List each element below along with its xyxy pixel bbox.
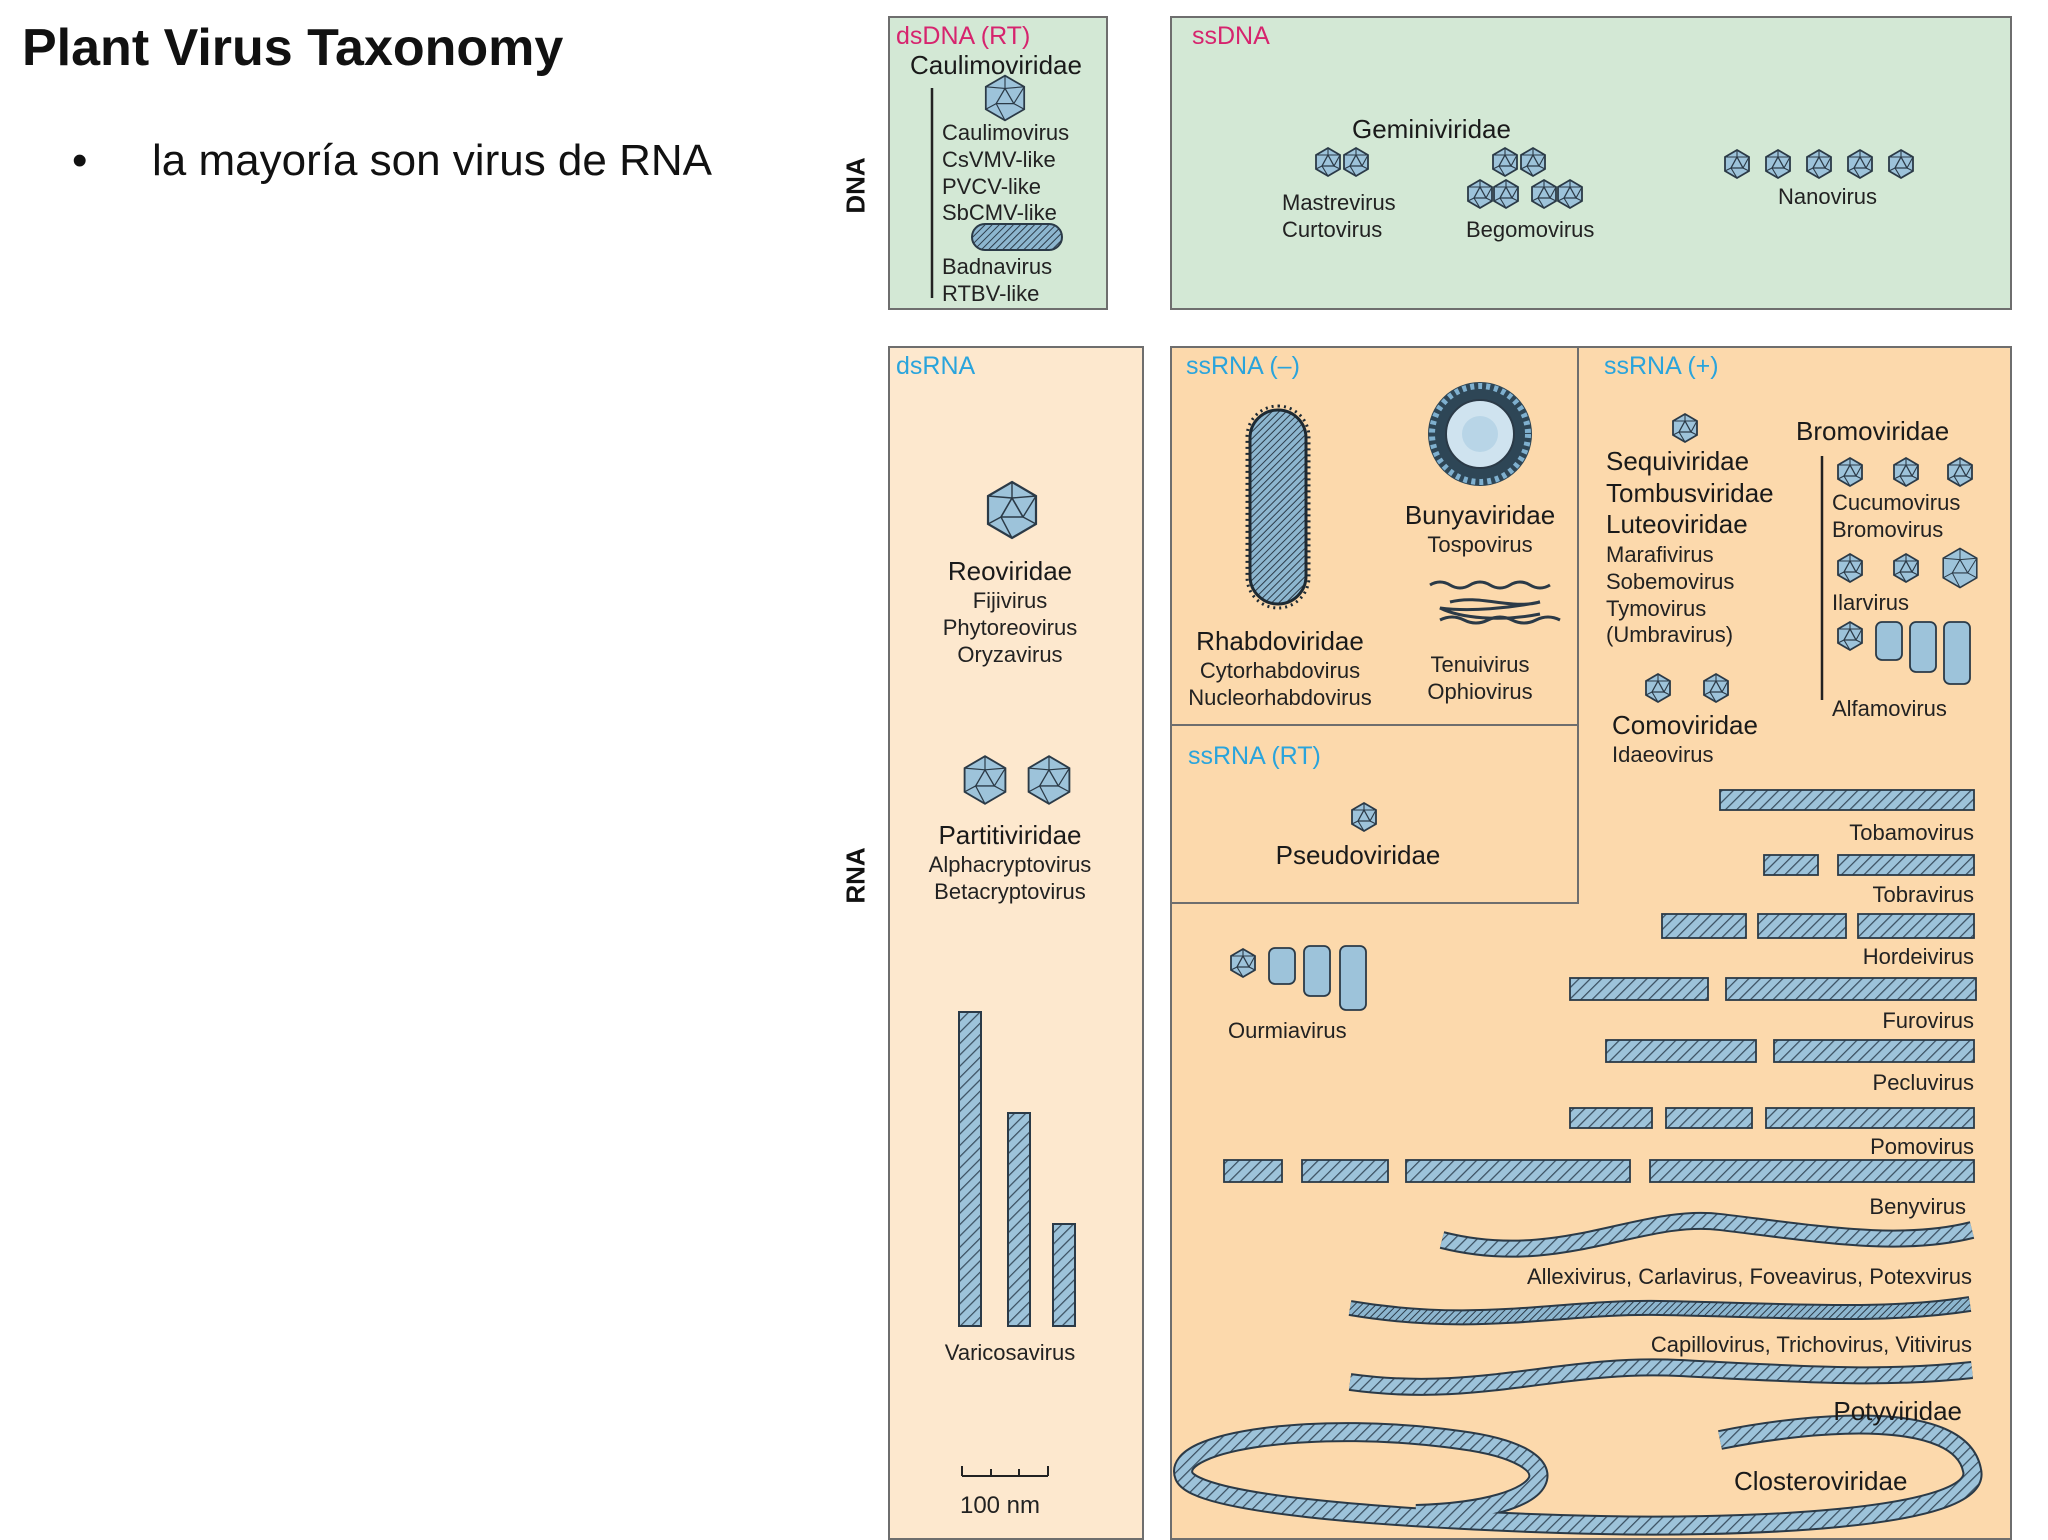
genus-ilarvirus: Ilarvirus — [1832, 590, 1910, 615]
header-ssrna-neg: ssRNA (–) — [1186, 352, 1300, 380]
genus-label: Tenuivirus — [1430, 652, 1530, 677]
genus-ourmiavirus: Ourmiavirus — [1228, 1018, 1347, 1043]
family-geminiviridae: Geminiviridae — [1352, 114, 1511, 144]
genus-list-parti: Alphacryptovirus Betacryptovirus — [929, 852, 1092, 906]
family-caulimoviridae: Caulimoviridae — [910, 50, 1082, 80]
panel-dsdna-rt — [888, 16, 1108, 310]
family-rhabdoviridae: Rhabdoviridae — [1196, 626, 1364, 656]
bullet-dot: • — [72, 136, 88, 185]
genus-alfamovirus: Alfamovirus — [1832, 696, 1947, 721]
family-label: Luteoviridae — [1606, 509, 1748, 540]
genus-label: Badnavirus — [942, 254, 1053, 279]
family-closteroviridae: Closteroviridae — [1734, 1466, 1908, 1496]
genus-label: Bromovirus — [1832, 516, 1944, 542]
genus-idaeovirus: Idaeovirus — [1612, 742, 1714, 767]
genus-label: Oryzavirus — [957, 641, 1063, 667]
genus-label: RTBV-like — [942, 280, 1040, 306]
genus-list-rhabdo: Cytorhabdovirus Nucleorhabdovirus — [1188, 658, 1371, 712]
genus-list-gemini-a: Mastrevirus Curtovirus — [1282, 190, 1396, 244]
genus-label: Caulimovirus — [942, 120, 1070, 145]
family-potyviridae: Potyviridae — [1833, 1396, 1962, 1426]
family-bunyaviridae: Bunyaviridae — [1404, 500, 1556, 530]
genus-label: Marafivirus — [1606, 542, 1714, 567]
panel-dsrna — [888, 346, 1144, 1540]
genus-pomovirus: Pomovirus — [1870, 1134, 1974, 1159]
family-label: Tombusviridae — [1606, 477, 1774, 508]
genus-list-reo: Fijivirus Phytoreovirus Oryzavirus — [943, 588, 1078, 668]
genus-benyvirus: Benyvirus — [1869, 1194, 1966, 1219]
genus-label: CsVMV-like — [942, 146, 1056, 172]
family-reoviridae: Reoviridae — [947, 556, 1073, 586]
slide-title: Plant Virus Taxonomy — [22, 19, 564, 77]
family-comoviridae: Comoviridae — [1612, 710, 1758, 740]
genus-list-top: Marafivirus Sobemovirus Tymovirus (Umbra… — [1606, 542, 1734, 649]
genus-label: Curtovirus — [1282, 216, 1383, 242]
genus-list-flexuous-2: Capillovirus, Trichovirus, Vitivirus — [1650, 1332, 1972, 1357]
bullet-item: • la mayoría son virus de RNA — [72, 136, 712, 186]
genus-label: Sobemovirus — [1606, 568, 1735, 594]
genus-label: Fijivirus — [972, 588, 1048, 613]
genus-label: Phytoreovirus — [942, 614, 1078, 640]
family-bromoviridae: Bromoviridae — [1796, 416, 1950, 446]
scale-bar-label: 100 nm — [959, 1492, 1041, 1519]
header-dsrna: dsRNA — [896, 352, 976, 380]
genus-nanovirus: Nanovirus — [1778, 184, 1878, 209]
family-label: Sequiviridae — [1606, 446, 1750, 476]
genus-hordeivirus: Hordeivirus — [1862, 944, 1974, 969]
genus-tobamovirus: Tobamovirus — [1849, 820, 1974, 845]
genus-label: PVCV-like — [942, 173, 1042, 199]
header-dsdna-rt: dsDNA (RT) — [896, 22, 1031, 50]
genus-list-flexuous-1: Allexivirus, Carlavirus, Foveavirus, Pot… — [1526, 1264, 1972, 1289]
bullet-text: la mayoría son virus de RNA — [152, 136, 712, 185]
family-pseudoviridae: Pseudoviridae — [1275, 840, 1441, 870]
family-partitiviridae: Partitiviridae — [938, 820, 1082, 850]
genus-varicosavirus: Varicosavirus — [944, 1340, 1076, 1365]
header-ssrna-rt: ssRNA (RT) — [1188, 742, 1321, 770]
genus-label: SbCMV-like — [942, 200, 1057, 226]
header-ssrna-pos: ssRNA (+) — [1604, 352, 1719, 380]
genus-label: Nucleorhabdovirus — [1188, 684, 1372, 710]
genus-furovirus: Furovirus — [1882, 1008, 1974, 1033]
genus-list-tenui: Tenuivirus Ophiovirus — [1427, 652, 1532, 706]
genus-label: Betacryptovirus — [934, 878, 1086, 904]
genus-label: (Umbravirus) — [1606, 622, 1734, 648]
genus-label: Cucumovirus — [1832, 490, 1961, 515]
genus-label: Mastrevirus — [1282, 190, 1396, 215]
genus-label: Ophiovirus — [1427, 678, 1533, 704]
genus-begomovirus: Begomovirus — [1466, 217, 1595, 242]
header-ssdna: ssDNA — [1192, 22, 1270, 50]
genus-tobravirus: Tobravirus — [1872, 882, 1974, 907]
genus-list-bromo: Cucumovirus Bromovirus — [1832, 490, 1960, 544]
genus-tospovirus: Tospovirus — [1427, 532, 1533, 557]
genus-label: Alphacryptovirus — [928, 852, 1092, 877]
genus-label: Cytorhabdovirus — [1199, 658, 1361, 683]
family-list-top: Sequiviridae Tombusviridae Luteoviridae — [1606, 446, 1774, 541]
genus-list-caulimo: Caulimovirus CsVMV-like PVCV-like SbCMV-… — [942, 120, 1069, 227]
genus-label: Tymovirus — [1606, 595, 1707, 621]
genus-pecluvirus: Pecluvirus — [1872, 1070, 1974, 1095]
genus-list-badna: Badnavirus RTBV-like — [942, 254, 1052, 308]
